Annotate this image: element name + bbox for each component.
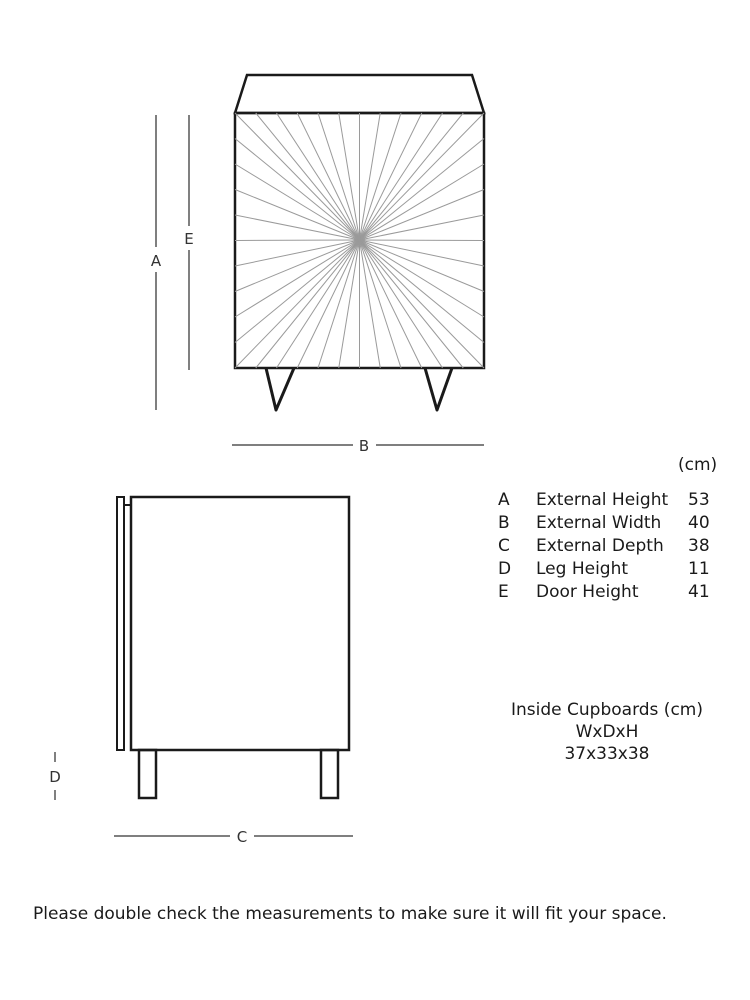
sunburst-ray	[359, 112, 381, 241]
sunburst-ray	[296, 239, 360, 369]
sunburst-ray	[359, 138, 485, 241]
measurement-name: External Width	[536, 513, 662, 533]
sunburst-ray	[234, 214, 360, 241]
sunburst-ray	[359, 239, 464, 369]
sunburst-ray	[234, 239, 360, 369]
measurement-key: B	[498, 513, 510, 533]
inside-format: WxDxH	[575, 722, 639, 742]
dimension-label-e: E	[184, 230, 193, 248]
measurement-name: Leg Height	[536, 559, 629, 579]
sunburst-ray	[359, 112, 402, 241]
fit-note: Please double check the measurements to …	[33, 904, 667, 924]
measurement-name: External Depth	[536, 536, 664, 556]
side-view: D C	[49, 495, 353, 846]
measurement-key: E	[498, 582, 509, 602]
sunburst-ray	[359, 239, 485, 343]
sunburst-pattern	[234, 112, 485, 369]
sunburst-ray	[338, 112, 360, 241]
sunburst-ray	[276, 112, 360, 241]
sunburst-ray	[359, 214, 485, 241]
measurement-key: D	[498, 559, 512, 579]
sunburst-ray	[359, 239, 485, 369]
sunburst-ray	[359, 239, 485, 241]
measurement-value: 38	[688, 536, 710, 556]
inside-title: Inside Cupboards (cm)	[511, 700, 703, 720]
measurement-row: C External Depth 38	[498, 535, 710, 558]
unit-label: (cm)	[678, 455, 718, 475]
inside-dims: 37x33x38	[564, 744, 650, 764]
sunburst-ray	[359, 239, 485, 318]
measurement-name: External Height	[536, 490, 669, 510]
sunburst-ray	[234, 239, 360, 292]
measurement-value: 41	[688, 582, 710, 602]
sunburst-ray	[359, 239, 381, 369]
sunburst-ray	[234, 239, 360, 343]
measurement-value: 53	[688, 490, 710, 510]
sunburst-ray	[359, 112, 423, 241]
sunburst-ray	[234, 112, 360, 241]
sunburst-ray	[359, 239, 485, 267]
side-leg-left	[137, 748, 158, 800]
sunburst-ray	[296, 112, 360, 241]
sunburst-ray	[359, 239, 402, 369]
measurement-row: B External Width 40	[498, 512, 710, 535]
sunburst-ray	[234, 189, 360, 241]
sunburst-ray	[317, 239, 360, 369]
sunburst-ray	[359, 112, 464, 241]
sunburst-ray	[359, 112, 485, 241]
sunburst-ray	[359, 189, 485, 241]
measurement-row: E Door Height 41	[498, 581, 710, 604]
measurement-value: 40	[688, 513, 710, 533]
sunburst-ray	[255, 239, 360, 369]
dimension-label-b: B	[359, 437, 369, 455]
sunburst-ray	[255, 112, 360, 241]
measurement-row: A External Height 53	[498, 489, 710, 512]
measurement-value: 11	[688, 559, 710, 579]
front-leg-right	[423, 367, 454, 412]
measurement-name: Door Height	[536, 582, 639, 602]
sunburst-ray	[234, 239, 360, 318]
cabinet-top	[233, 73, 486, 115]
measurements-table: A External Height 53 B External Width 40…	[498, 489, 710, 604]
measurement-row: D Leg Height 11	[498, 558, 710, 581]
sunburst-ray	[359, 112, 443, 241]
sunburst-ray	[338, 239, 360, 369]
sunburst-ray	[234, 138, 360, 241]
inside-cupboards-block: Inside Cupboards (cm) WxDxH 37x33x38	[500, 699, 714, 765]
side-door-panel	[116, 496, 125, 751]
measurement-key: A	[498, 490, 510, 510]
dimension-label-d: D	[49, 768, 61, 786]
side-leg-right	[319, 748, 340, 800]
side-body	[129, 495, 351, 752]
dimension-label-a: A	[151, 252, 162, 270]
front-leg-left	[264, 367, 296, 412]
sunburst-ray	[359, 163, 485, 241]
dimension-label-c: C	[237, 828, 247, 846]
sunburst-ray	[359, 239, 485, 292]
sunburst-ray	[234, 239, 360, 267]
sunburst-ray	[317, 112, 360, 241]
sunburst-ray	[234, 239, 360, 241]
front-view: A E B	[151, 73, 486, 455]
sunburst-ray	[359, 239, 443, 369]
measurement-key: C	[498, 536, 510, 556]
sunburst-ray	[276, 239, 360, 369]
sunburst-ray	[234, 163, 360, 241]
sunburst-ray	[359, 239, 423, 369]
